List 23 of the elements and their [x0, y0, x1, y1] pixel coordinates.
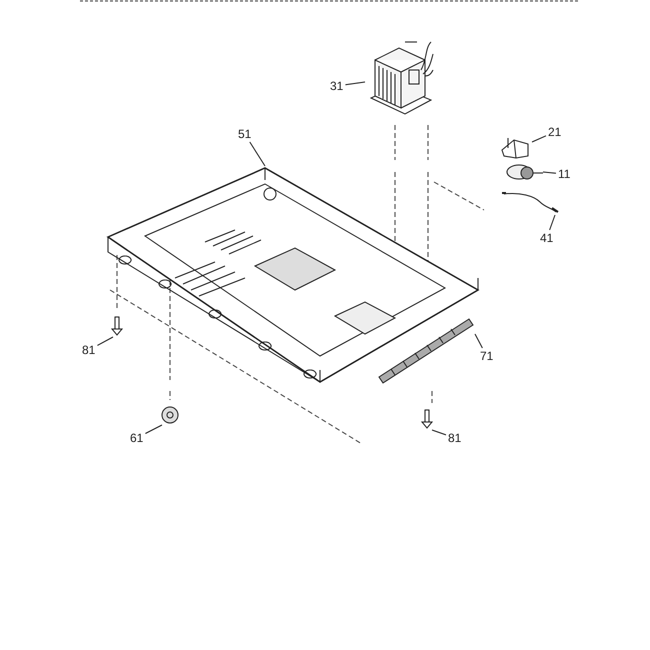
callout-number: 41	[538, 230, 556, 246]
callout-number: 51	[236, 126, 254, 142]
screw-drawing	[420, 408, 434, 430]
foot-drawing	[160, 405, 180, 425]
leader-line	[542, 172, 556, 174]
callout-number: 81	[446, 430, 464, 446]
leader-line	[532, 135, 546, 142]
wire-harness-drawing	[500, 190, 560, 215]
leader-line	[249, 142, 266, 166]
leader-line	[432, 430, 446, 436]
leader-line	[96, 336, 114, 346]
callout-number: 11	[556, 166, 572, 182]
callout-number: 81	[80, 342, 98, 358]
screw-drawing	[110, 315, 124, 337]
leader-line	[144, 424, 162, 434]
capacitor-drawing	[505, 162, 543, 182]
callout-number: 31	[328, 78, 346, 94]
leader-line	[344, 82, 366, 86]
leader-line	[549, 214, 556, 230]
callout-number: 71	[478, 348, 496, 364]
callout-number: 21	[546, 124, 564, 140]
leader-line	[474, 334, 483, 348]
callout-number: 61	[128, 430, 146, 446]
